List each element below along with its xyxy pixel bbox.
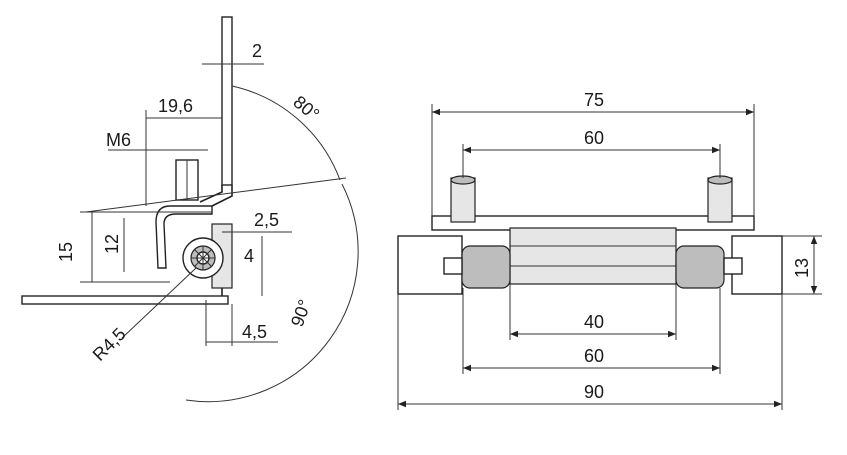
pin-end-right: [723, 257, 743, 275]
stud-left: [450, 177, 476, 223]
dim-height-inner: 12: [102, 234, 122, 254]
knuckle-right: [675, 245, 725, 289]
dim-overall-width: 90: [584, 382, 604, 402]
vertical-leaf: [221, 16, 233, 186]
dim-angle-bottom: 90°: [287, 297, 315, 329]
horizontal-leaf: [21, 295, 229, 305]
dim-hole-spacing-top: 60: [584, 128, 604, 148]
dim-pin-gap: 2,5: [254, 210, 279, 230]
dim-thickness: 2: [252, 41, 262, 61]
pin-end-left: [443, 257, 463, 275]
dim-pin-height: 4: [244, 246, 254, 266]
side-view: 2 19,6 M6 15 12 2,5 4 4,5 R4,5 80° 90: [21, 16, 359, 403]
dim-angle-top: 80°: [289, 92, 323, 125]
arc-80: [231, 85, 341, 181]
dim-height-outer: 15: [56, 242, 76, 262]
hinge-barrel: [509, 227, 677, 285]
dim-radius: R4,5: [89, 324, 130, 365]
dim-offset: 19,6: [158, 96, 193, 116]
leaf-bend: [199, 185, 233, 207]
leaf-right: [731, 235, 783, 295]
arc-90: [185, 183, 359, 403]
knuckle-left: [461, 245, 511, 289]
dim-barrel-length: 40: [584, 312, 604, 332]
dim-pin-offset: 4,5: [242, 322, 267, 342]
stud-right: [707, 177, 733, 223]
dim-leaf-height: 13: [792, 258, 812, 278]
dim-hole-spacing-bottom: 60: [584, 346, 604, 366]
dim-plate-width: 75: [584, 90, 604, 110]
top-view: 75 60 40 60 90 13: [397, 90, 822, 410]
dim-thread: M6: [106, 130, 131, 150]
